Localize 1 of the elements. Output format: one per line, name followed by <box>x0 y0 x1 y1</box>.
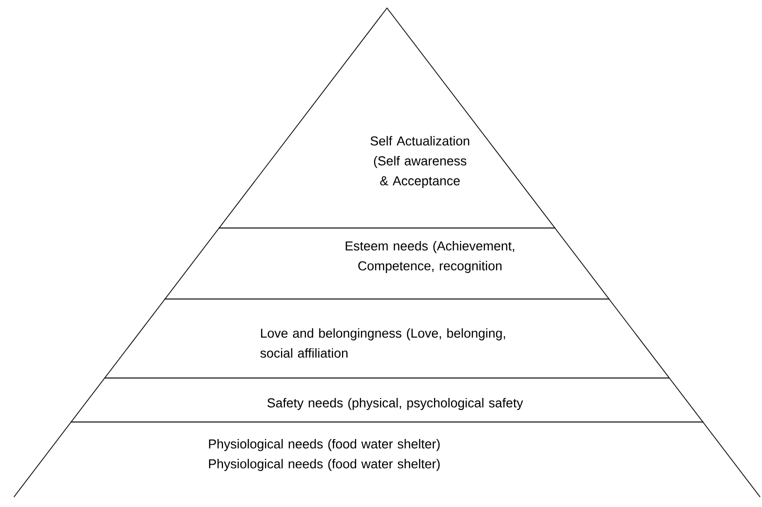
pyramid-level: Physiological needs (food water shelter) Physiological needs (food water shelter) <box>14 422 760 498</box>
